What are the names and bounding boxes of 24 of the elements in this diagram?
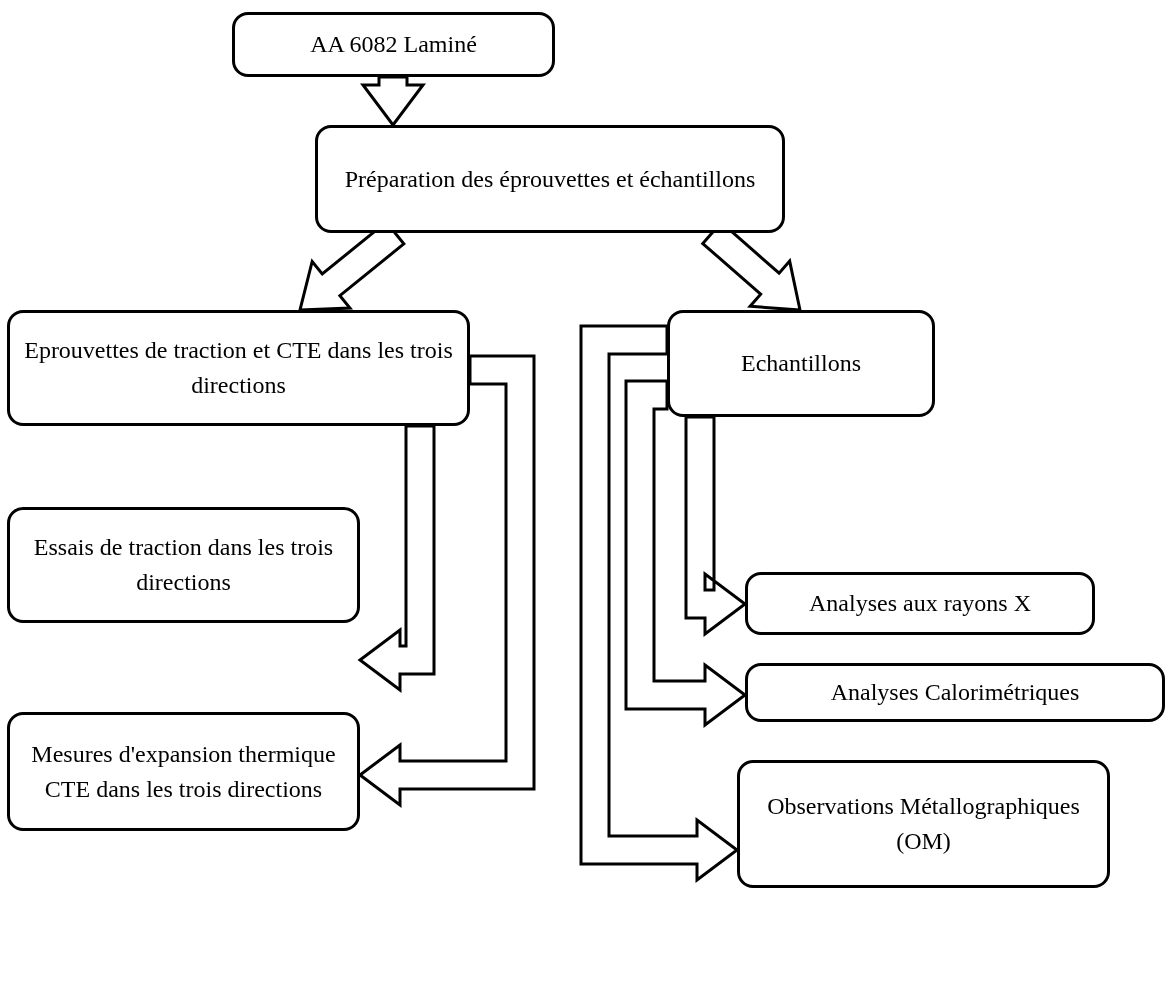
box-text: Mesures d'expansion thermique CTE dans les trois directions (30, 739, 337, 804)
box-text: Analyses aux rayons X (809, 589, 1031, 619)
process-box (7, 712, 360, 831)
process-box (315, 125, 785, 233)
block-arrow (357, 424, 436, 693)
block-arrow (684, 415, 748, 637)
process-box (745, 572, 1095, 635)
process-box (232, 12, 555, 77)
process-box (737, 760, 1110, 888)
box-text: Echantillons (741, 349, 861, 379)
box-text: AA 6082 Laminé (310, 30, 477, 60)
box-text: Analyses Calorimétriques (830, 678, 1080, 708)
box-text: Eprouvettes de traction et CTE dans les trois directions (23, 336, 454, 400)
process-box (7, 310, 470, 426)
block-arrow (624, 379, 748, 728)
process-box (745, 663, 1165, 722)
block-arrow (357, 354, 536, 808)
box-text: Essais de traction dans les trois directions (32, 533, 335, 597)
block-arrow (579, 324, 740, 883)
block-arrow (360, 75, 426, 128)
box-text: Observations Métallographiques (OM) (766, 792, 1081, 856)
process-box (667, 310, 935, 417)
box-text: Préparation des éprouvettes et échantillons (344, 164, 756, 194)
process-box (7, 507, 360, 623)
